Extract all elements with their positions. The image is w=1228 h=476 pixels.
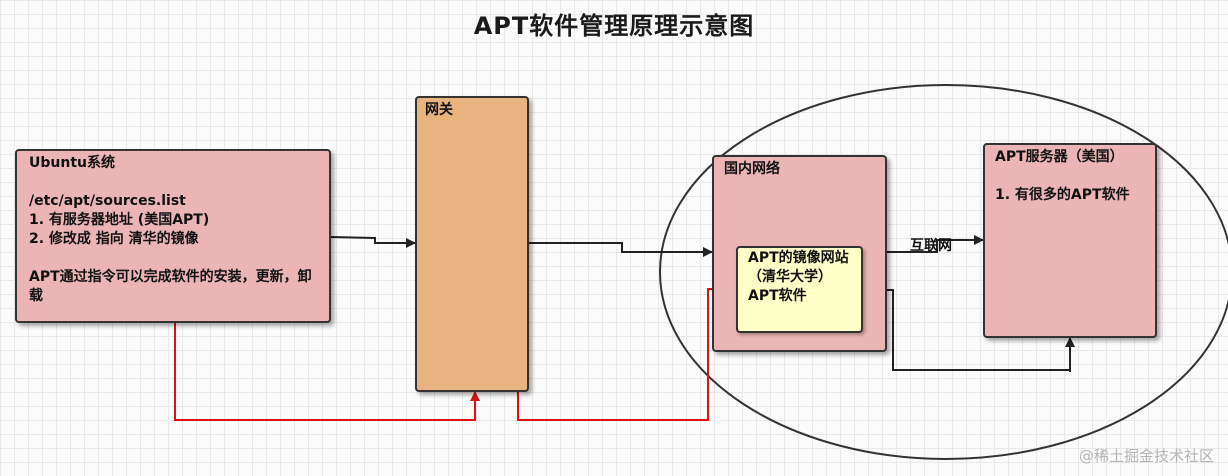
ubuntu-line-apt: APT通过指令可以完成软件的安装，更新，卸载 bbox=[29, 269, 312, 304]
arrow-domestic-to-apt-server bbox=[886, 235, 984, 253]
ubuntu-line-title: Ubuntu系统 bbox=[29, 155, 115, 171]
ubuntu-system-box: Ubuntu系统 ​ /etc/apt/sources.list 1. 有服务器… bbox=[15, 149, 331, 323]
domestic-network-label: 国内网络 bbox=[724, 161, 780, 177]
domestic-network-ellipse bbox=[659, 84, 1228, 460]
mirror-site-text: APT的镜像网站（清华大学）APT软件 bbox=[748, 250, 849, 304]
ubuntu-line-2: 2. 修改成 指向 清华的镜像 bbox=[29, 231, 199, 247]
red-arrow-gateway-to-mirror bbox=[517, 284, 737, 421]
mirror-site-box: APT的镜像网站（清华大学）APT软件 bbox=[736, 246, 863, 333]
watermark: @稀土掘金技术社区 bbox=[1078, 447, 1214, 465]
diagram-title: APT软件管理原理示意图 bbox=[473, 12, 755, 40]
ubuntu-line-sources: /etc/apt/sources.list bbox=[29, 193, 186, 209]
red-arrow-ubuntu-to-gateway bbox=[174, 323, 480, 421]
apt-server-title: APT服务器（美国） bbox=[995, 149, 1124, 165]
ubuntu-line-blank: ​ bbox=[29, 173, 317, 192]
gateway-box: 网关 bbox=[415, 96, 529, 392]
ubuntu-line-1: 1. 有服务器地址 (美国APT) bbox=[29, 212, 210, 228]
gateway-label: 网关 bbox=[425, 102, 453, 118]
apt-server-item: 1. 有很多的APT软件 bbox=[995, 187, 1130, 203]
arrow-ubuntu-to-gateway bbox=[330, 236, 416, 248]
arrow-gateway-to-domestic bbox=[529, 242, 713, 257]
ubuntu-line-blank-2: ​ bbox=[29, 249, 317, 268]
internet-label: 互联网 bbox=[910, 238, 952, 254]
apt-server-box: APT服务器（美国） ​ 1. 有很多的APT软件 bbox=[983, 143, 1157, 338]
